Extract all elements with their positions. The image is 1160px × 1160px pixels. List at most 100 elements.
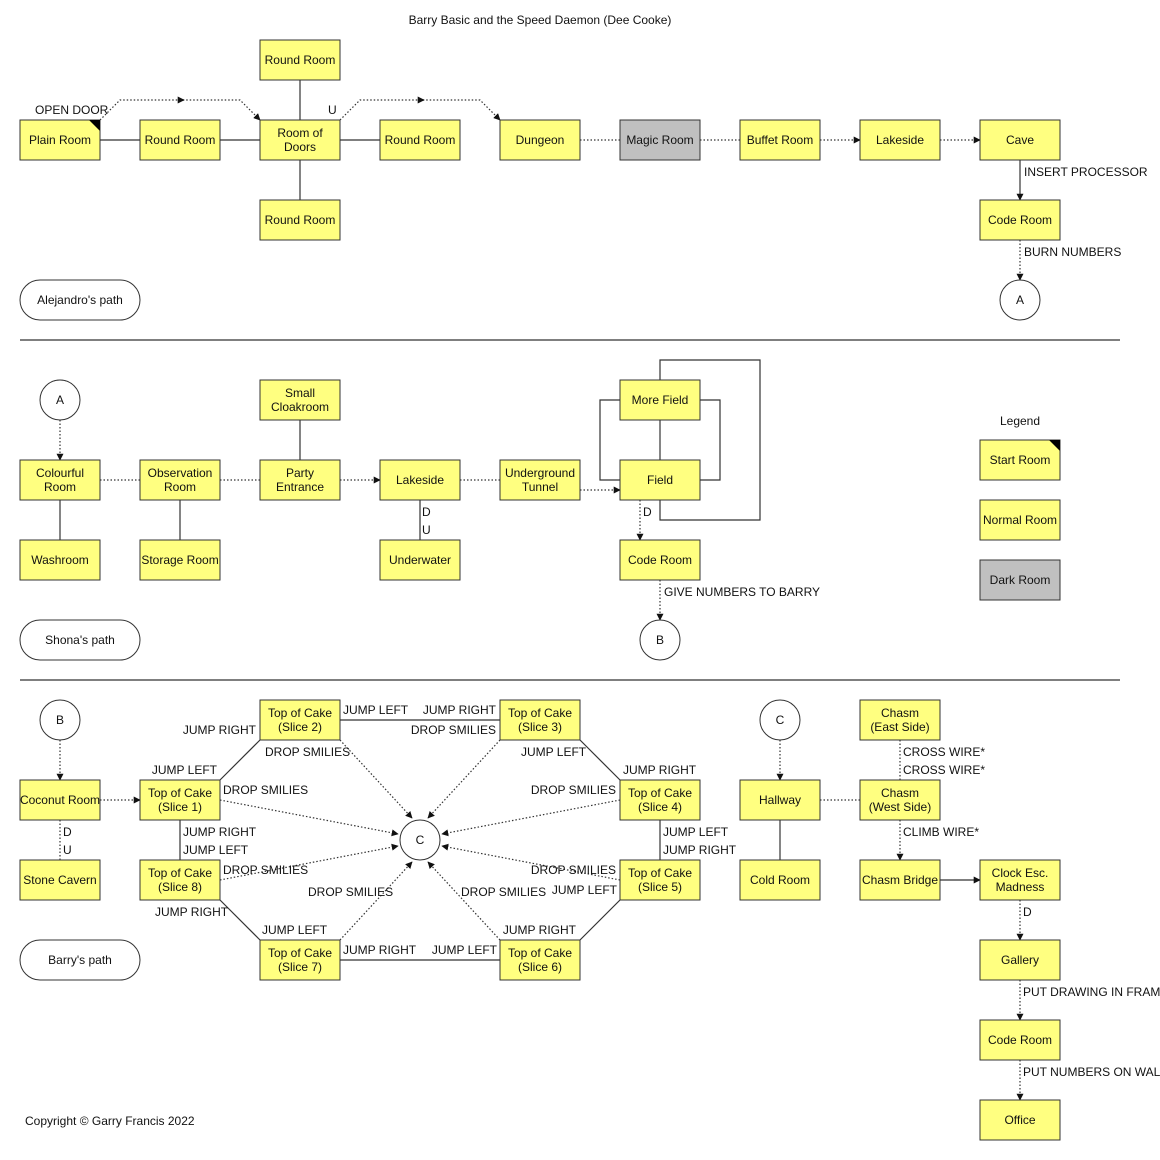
room-lakeside-2: Lakeside xyxy=(379,459,461,501)
room-chasm-west: Chasm(West Side) xyxy=(859,779,941,821)
connector-a2: A xyxy=(39,379,81,421)
room-magic-room: Magic Room xyxy=(619,119,701,161)
room-hallway: Hallway xyxy=(739,779,821,821)
room-underwater: Underwater xyxy=(379,539,461,581)
room-box xyxy=(139,779,221,821)
room-box xyxy=(19,459,101,501)
room-slice-8: Top of Cake(Slice 8) xyxy=(139,859,221,901)
connector-label: C xyxy=(776,713,785,727)
room-box xyxy=(979,559,1061,601)
room-label: Lakeside xyxy=(876,133,924,147)
room-label: Code Room xyxy=(628,553,692,567)
annotation-jump-right-4: JUMP RIGHT xyxy=(183,825,257,839)
annotation-drop-smilies-3: DROP SMILIES xyxy=(223,783,308,797)
room-label: Top of Cake(Slice 4) xyxy=(628,786,692,814)
room-washroom: Washroom xyxy=(19,539,101,581)
annotation-give-numbers: GIVE NUMBERS TO BARRY xyxy=(664,585,820,599)
annotation-jump-left-5: JUMP LEFT xyxy=(663,825,729,839)
room-buffet-room: Buffet Room xyxy=(739,119,821,161)
room-gallery: Gallery xyxy=(979,939,1061,981)
annotation-d-4: D xyxy=(1023,905,1032,919)
room-label: Dungeon xyxy=(516,133,565,147)
annotation-jump-right-3: JUMP RIGHT xyxy=(623,763,697,777)
room-label: Code Room xyxy=(988,213,1052,227)
room-label: Chasm(West Side) xyxy=(869,786,931,814)
connector-b1: B xyxy=(639,619,681,661)
room-box xyxy=(139,539,221,581)
room-slice-7: Top of Cake(Slice 7) xyxy=(259,939,341,981)
annotation-cross-wire-2: CROSS WIRE* xyxy=(903,763,985,777)
annotation-jump-right-2: JUMP RIGHT xyxy=(423,703,497,717)
start-marker-icon xyxy=(1049,440,1060,451)
connector-b2: B xyxy=(39,699,81,741)
room-label: Round Room xyxy=(265,53,336,67)
room-box xyxy=(19,859,101,901)
room-label: Top of Cake(Slice 6) xyxy=(508,946,572,974)
room-round-room-south: Round Room xyxy=(259,199,341,241)
room-storage-room: Storage Room xyxy=(139,539,221,581)
drop-smilies-link xyxy=(441,795,627,837)
room-box xyxy=(139,859,221,901)
room-label: Normal Room xyxy=(983,513,1057,527)
path-label-text: Barry's path xyxy=(48,953,112,967)
legend-normal: Normal Room xyxy=(979,499,1061,541)
room-box xyxy=(379,539,461,581)
room-box xyxy=(739,119,821,161)
path-label-text: Shona's path xyxy=(45,633,115,647)
connection-line xyxy=(219,739,261,781)
annotation-u-3: U xyxy=(63,843,72,857)
field-loop-outer xyxy=(659,359,761,521)
room-box xyxy=(499,699,581,741)
annotation-jump-right-8: JUMP RIGHT xyxy=(343,943,417,957)
room-plain-room: Plain Room xyxy=(19,119,101,161)
room-code-room-3: Code Room xyxy=(979,1019,1061,1061)
connection-line xyxy=(579,899,621,941)
annotation-open-door: OPEN DOOR xyxy=(35,103,109,117)
start-marker-icon xyxy=(89,120,100,131)
room-box xyxy=(259,939,341,981)
annotation-climb-wire: CLIMB WIRE* xyxy=(903,825,979,839)
room-box xyxy=(859,779,941,821)
room-box xyxy=(19,779,101,821)
room-box xyxy=(259,119,341,161)
room-box xyxy=(979,119,1061,161)
room-label: Dark Room xyxy=(990,573,1051,587)
room-box xyxy=(259,199,341,241)
room-box xyxy=(259,39,341,81)
annotation-d-3: D xyxy=(63,825,72,839)
annotation-jump-right-1: JUMP RIGHT xyxy=(183,723,257,737)
room-label: Field xyxy=(647,473,673,487)
room-box xyxy=(379,119,461,161)
connector-c2: C xyxy=(759,699,801,741)
room-office: Office xyxy=(979,1099,1061,1141)
path-label-barry: Barry's path xyxy=(19,939,141,981)
annotation-put-numbers: PUT NUMBERS ON WALL xyxy=(1023,1065,1160,1079)
room-label: Coconut Room xyxy=(20,793,100,807)
room-box xyxy=(979,939,1061,981)
room-code-room-1: Code Room xyxy=(979,199,1061,241)
field-loop-west xyxy=(599,399,620,481)
annotation-put-drawing: PUT DRAWING IN FRAME xyxy=(1023,985,1160,999)
room-box xyxy=(979,1099,1061,1141)
map-title: Barry Basic and the Speed Daemon (Dee Co… xyxy=(409,13,672,27)
annotation-u-1: U xyxy=(328,103,337,117)
annotation-insert-processor: INSERT PROCESSOR xyxy=(1024,165,1148,179)
room-more-field: More Field xyxy=(619,379,701,421)
field-loop-east xyxy=(700,399,721,481)
room-lakeside-1: Lakeside xyxy=(859,119,941,161)
path-label-shona: Shona's path xyxy=(19,619,141,661)
room-label: Buffet Room xyxy=(747,133,813,147)
room-label: Cold Room xyxy=(750,873,810,887)
room-box xyxy=(259,699,341,741)
room-label: Round Room xyxy=(265,213,336,227)
room-box xyxy=(979,439,1061,481)
annotation-burn-numbers: BURN NUMBERS xyxy=(1024,245,1121,259)
annotation-drop-smilies-8: DROP SMILIES xyxy=(461,885,546,899)
